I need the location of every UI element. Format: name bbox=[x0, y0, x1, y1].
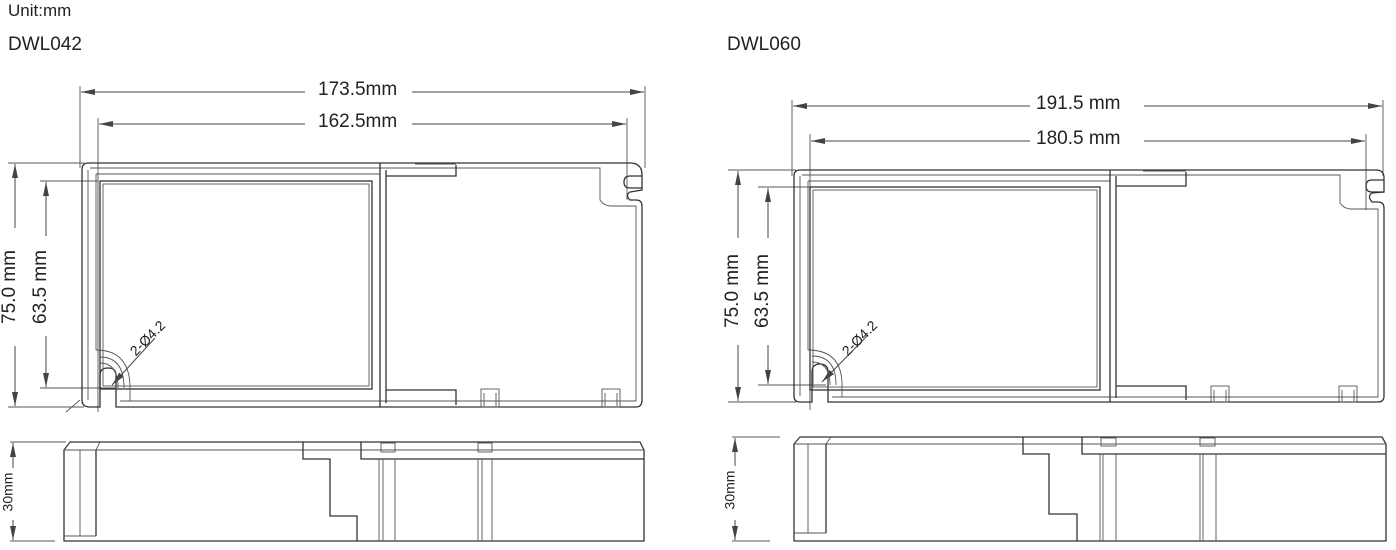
dwl060-top-view bbox=[728, 100, 1385, 410]
dwl060-overall-length: 191.5 mm bbox=[1036, 93, 1121, 114]
dwl042-top-view bbox=[8, 86, 646, 413]
model-title-dwl060: DWL060 bbox=[727, 34, 801, 55]
dwl042-overall-width: 75.0 mm bbox=[0, 250, 20, 324]
dwl060-height: 30mm bbox=[721, 470, 738, 510]
dwl060-overall-width: 75.0 mm bbox=[721, 254, 743, 328]
dwl042-hole-spacing: 162.5mm bbox=[318, 111, 398, 132]
unit-label: Unit:mm bbox=[8, 1, 72, 20]
model-title-dwl042: DWL042 bbox=[8, 34, 82, 55]
dwl042-overall-length: 173.5mm bbox=[318, 79, 398, 100]
dwl042-height: 30mm bbox=[0, 472, 16, 512]
dwl060-hole-width: 63.5 mm bbox=[751, 254, 773, 328]
dwl042-side-view bbox=[10, 441, 645, 542]
dwl060-hole-spacing: 180.5 mm bbox=[1036, 128, 1121, 149]
dwl060-side-view bbox=[732, 436, 1387, 542]
dwl042-hole-width: 63.5 mm bbox=[29, 250, 51, 324]
